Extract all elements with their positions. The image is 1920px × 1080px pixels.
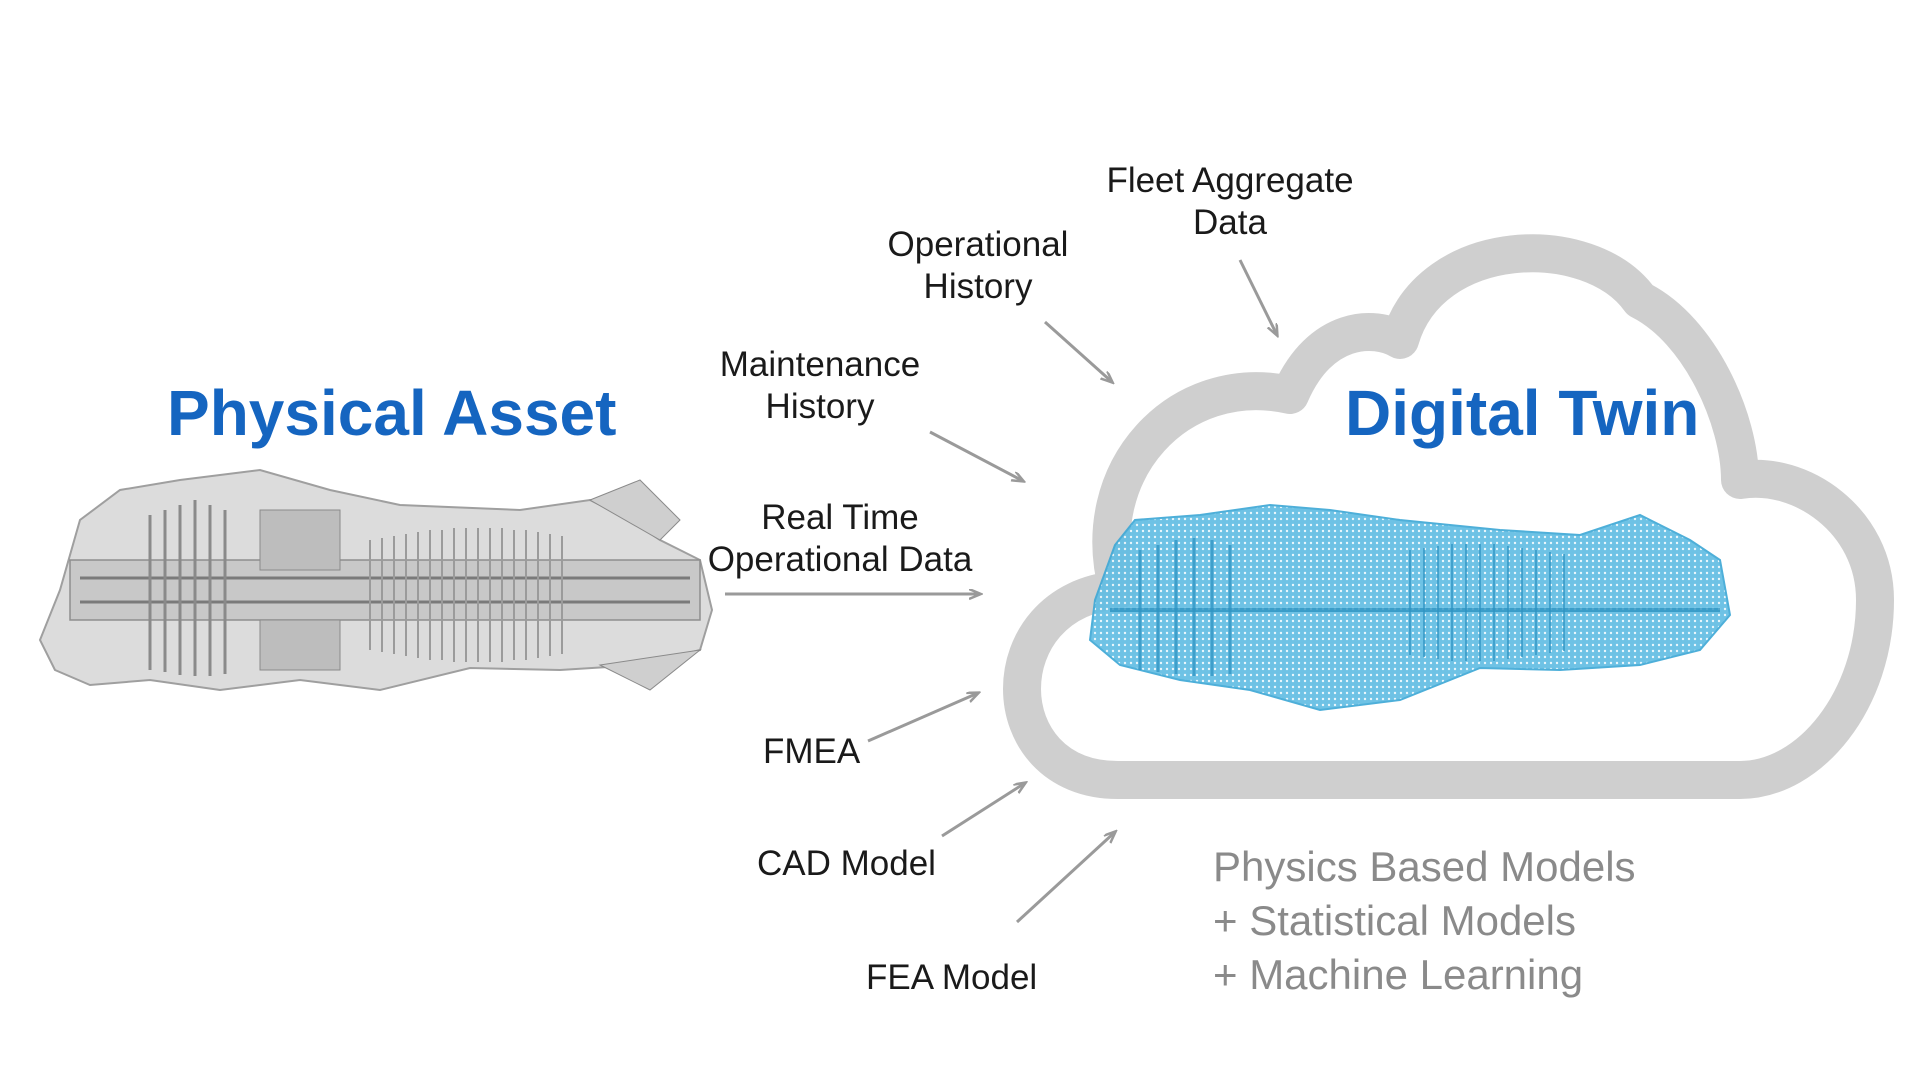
label-maintenance-history: Maintenance History	[719, 345, 921, 426]
label-fea-model: FEA Model	[866, 958, 1038, 997]
arrow-operational	[1043, 320, 1112, 382]
models-list: Physics Based Models + Statistical Model…	[1213, 840, 1636, 1002]
digital-twin-title: Digital Twin	[1345, 377, 1700, 449]
label-fmea: FMEA	[763, 732, 861, 771]
arrow-fea	[1015, 832, 1115, 924]
models-line: + Statistical Models	[1213, 897, 1576, 944]
label-operational-history: Operational History	[887, 225, 1069, 306]
models-line: Physics Based Models	[1213, 843, 1636, 890]
label-real-time-operational-data: Real Time Operational Data	[707, 498, 973, 579]
models-line: + Machine Learning	[1213, 951, 1584, 998]
arrow-fmea	[867, 693, 978, 743]
arrow-cad	[941, 783, 1025, 838]
arrow-maintenance	[929, 430, 1023, 481]
label-cad-model: CAD Model	[757, 844, 936, 883]
arrow-fleet	[1238, 259, 1277, 335]
label-fleet-aggregate-data: Fleet Aggregate Data	[1106, 161, 1354, 242]
physical-asset-title: Physical Asset	[167, 377, 617, 449]
